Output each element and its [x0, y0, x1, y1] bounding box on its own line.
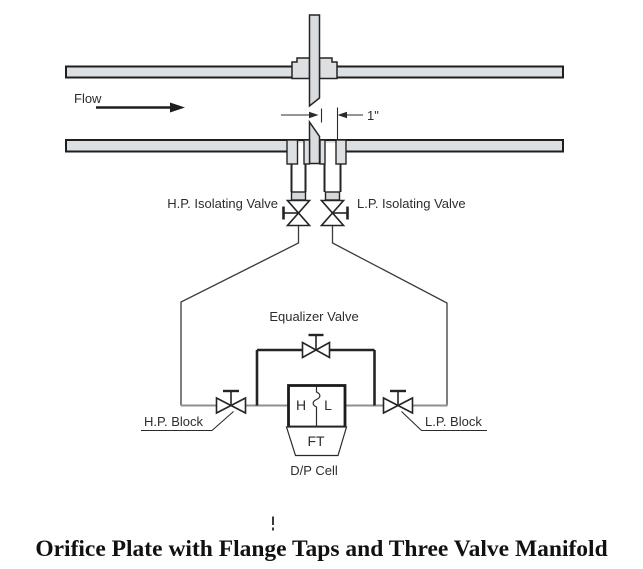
tap-union-left — [290, 191, 307, 201]
hp-isolating-valve-label: H.P. Isolating Valve — [167, 196, 278, 211]
ft-body — [285, 426, 348, 457]
dp-cell-diaphragm-squiggle — [312, 386, 321, 427]
orifice-plate-upper — [308, 14, 321, 108]
lower-flange-right-corner — [335, 139, 347, 165]
hp-block-label: H.P. Block — [143, 414, 203, 429]
lower-flange-left-corner — [286, 139, 299, 165]
tap-union-right — [324, 191, 341, 201]
lower-flange-right-strip — [319, 139, 326, 165]
dp-cell-label: D/P Cell — [290, 463, 338, 478]
tap-slot-left — [297, 143, 304, 165]
lp-block-label: L.P. Block — [425, 414, 482, 429]
tap-slot-right — [325, 143, 336, 165]
hp-isolating-valve-symbol — [282, 199, 312, 227]
equalizer-valve-label: Equalizer Valve — [269, 309, 359, 324]
upper-flange-left-block — [291, 57, 311, 80]
equalizer-valve-symbol — [301, 333, 331, 359]
orifice-plate — [308, 14, 321, 165]
transmitter-tag-label: FT — [307, 433, 325, 449]
lp-block-leader — [401, 411, 487, 432]
impulse-line-left — [180, 226, 300, 406]
tap-nipple-right — [323, 164, 342, 192]
upper-flange-right-block — [318, 57, 338, 80]
diagram-title: Orifice Plate with Flange Taps and Three… — [35, 536, 608, 562]
lp-isolating-valve-label: L.P. Isolating Valve — [357, 196, 466, 211]
flow-label: Flow — [74, 91, 102, 106]
impulse-line-right — [331, 226, 448, 406]
dp-cell-low-label: L — [324, 397, 332, 413]
lp-isolating-valve-symbol — [319, 199, 349, 227]
hp-block-leader — [141, 411, 234, 432]
flow-arrow — [96, 102, 185, 113]
dp-cell-high-label: H — [295, 397, 307, 413]
lp-block-valve-symbol — [382, 389, 414, 415]
orifice-plate-lower — [308, 119, 321, 165]
stray-colon-mark — [272, 516, 274, 531]
lower-flange — [286, 139, 347, 165]
equalizer-loop — [255, 348, 376, 406]
tap-nipple-left — [290, 164, 307, 192]
hp-block-valve-symbol — [215, 389, 247, 415]
lower-flange-left-strip — [303, 139, 311, 165]
dimension-label: 1" — [367, 108, 379, 123]
dimension-annotation — [281, 107, 363, 140]
upper-flange — [291, 57, 338, 80]
